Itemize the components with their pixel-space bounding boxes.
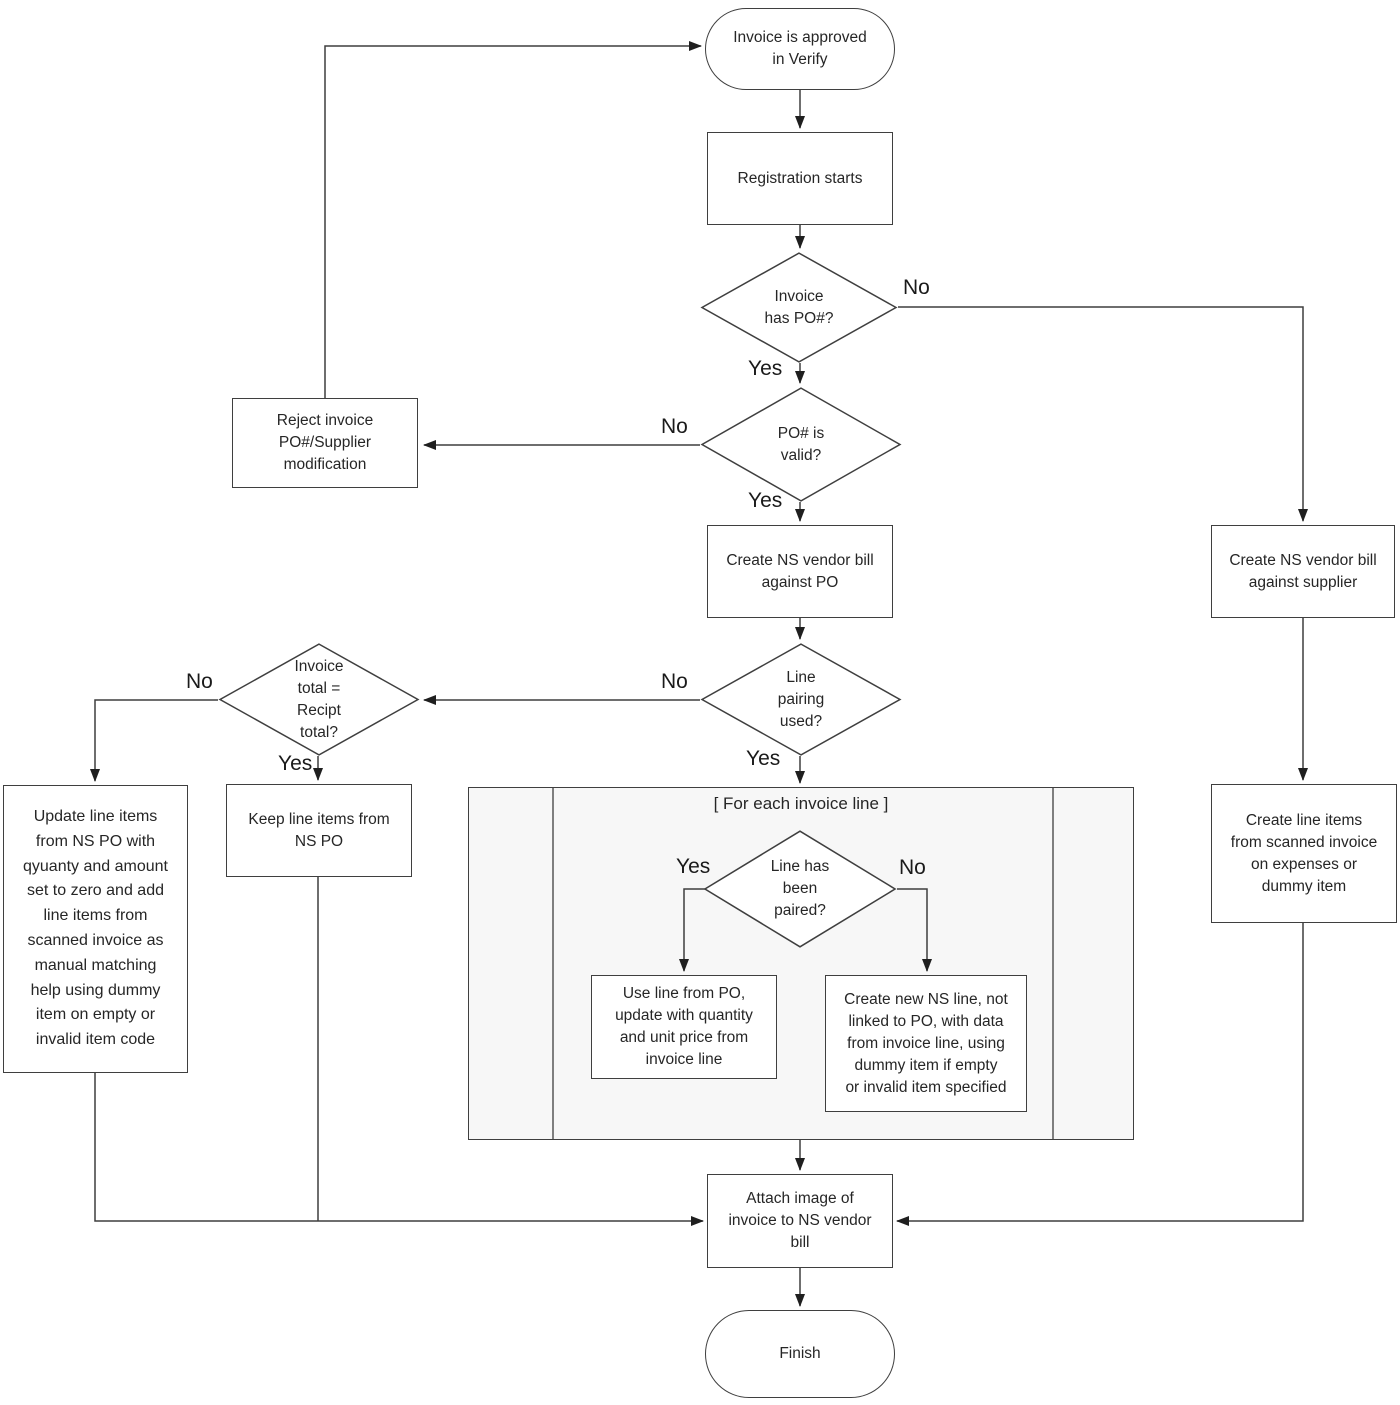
registration-starts-node: Registration starts <box>707 132 893 225</box>
keep-line-items-label: Keep line items from NS PO <box>248 810 390 850</box>
povalid-no-label: No <box>661 415 688 438</box>
attach-image-label: Attach image of invoice to NS vendor bil… <box>728 1190 872 1251</box>
line-has-been-paired-label: Line has been paired? <box>770 858 830 919</box>
edge-invoice-total-no-to-update <box>90 699 218 782</box>
edge-haspo-no-to-bill-supplier <box>898 306 1308 522</box>
haspo-no-label: No <box>903 276 930 299</box>
line-has-been-paired-decision: Line has been paired? <box>703 830 897 948</box>
line-pairing-yes-label: Yes <box>746 747 781 770</box>
invoice-total-equals-receipt-decision: Invoice total = Recipt total? <box>218 643 420 756</box>
diamond-shape <box>218 643 420 756</box>
line-pairing-used-label: Line pairing used? <box>777 668 825 730</box>
create-bill-against-supplier-node: Create NS vendor bill against supplier <box>1211 525 1395 618</box>
start-node-label: Invoice is approved in Verify <box>733 29 867 68</box>
diamond-shape <box>700 387 902 502</box>
diamond-shape <box>700 252 898 363</box>
reject-invoice-label: Reject invoice PO#/Supplier modification <box>276 412 374 473</box>
start-node: Invoice is approved in Verify <box>705 8 895 90</box>
frame-title: [ For each invoice line ] <box>713 794 889 813</box>
create-bill-against-po-label: Create NS vendor bill against PO <box>726 551 874 591</box>
create-line-items-label: Create line items from scanned invoice o… <box>1230 811 1378 895</box>
use-line-from-po-node: Use line from PO, update with quantity a… <box>591 975 777 1079</box>
create-bill-against-po-node: Create NS vendor bill against PO <box>707 525 893 618</box>
haspo-yes-label: Yes <box>748 357 783 380</box>
invoice-total-yes-label: Yes <box>278 752 313 775</box>
update-line-items-label: Update line items from NS PO with qyuant… <box>23 808 168 1049</box>
diamond-shape <box>700 643 902 756</box>
po-valid-decision: PO# is valid? <box>700 387 902 502</box>
registration-starts-label: Registration starts <box>737 169 863 187</box>
create-bill-against-supplier-label: Create NS vendor bill against supplier <box>1229 551 1377 591</box>
line-pairing-used-decision: Line pairing used? <box>700 643 902 756</box>
create-line-items-node: Create line items from scanned invoice o… <box>1211 784 1397 923</box>
update-line-items-node: Update line items from NS PO with qyuant… <box>3 785 188 1073</box>
attach-image-node: Attach image of invoice to NS vendor bil… <box>707 1174 893 1268</box>
create-new-ns-line-label: Create new NS line, not linked to PO, wi… <box>844 990 1008 1096</box>
invoice-total-no-label: No <box>186 670 213 693</box>
frame-right-divider <box>1052 788 1054 1139</box>
reject-invoice-node: Reject invoice PO#/Supplier modification <box>232 398 418 488</box>
povalid-yes-label: Yes <box>748 489 783 512</box>
create-new-ns-line-node: Create new NS line, not linked to PO, wi… <box>825 975 1027 1112</box>
diamond-shape <box>703 830 897 948</box>
line-pairing-no-label: No <box>661 670 688 693</box>
line-paired-no-label: No <box>899 856 926 879</box>
line-paired-yes-label: Yes <box>676 855 711 878</box>
invoice-has-po-decision: Invoice has PO#? <box>700 252 898 363</box>
keep-line-items-node: Keep line items from NS PO <box>226 784 412 877</box>
use-line-from-po-label: Use line from PO, update with quantity a… <box>615 985 753 1068</box>
finish-node: Finish <box>705 1310 895 1398</box>
edge-reject-loop-to-start <box>324 41 702 398</box>
invoice-has-po-label: Invoice has PO#? <box>764 287 834 327</box>
po-valid-label: PO# is valid? <box>777 424 825 464</box>
frame-left-divider <box>552 788 554 1139</box>
invoice-total-equals-receipt-label: Invoice total = Recipt total? <box>294 657 344 741</box>
finish-node-label: Finish <box>779 1345 821 1362</box>
